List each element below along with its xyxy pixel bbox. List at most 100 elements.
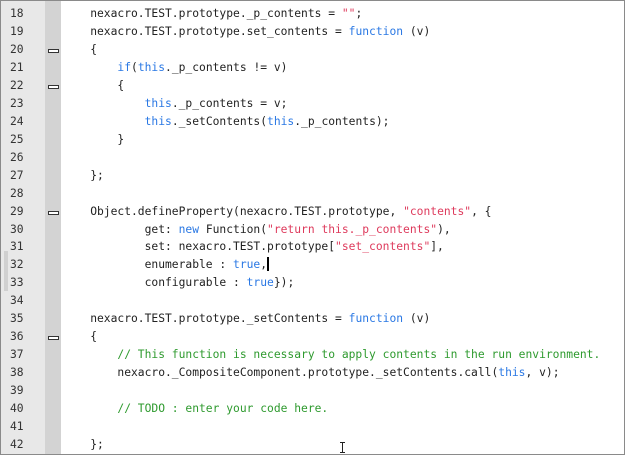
code-token: ._p_contents = v;: [171, 96, 288, 110]
code-text: };: [90, 436, 104, 454]
text-caret: [267, 257, 270, 272]
code-token: get:: [144, 222, 179, 236]
fold-collapse-icon[interactable]: [48, 336, 59, 341]
line-number: 23: [10, 96, 24, 110]
code-line[interactable]: 25}: [1, 131, 624, 149]
code-token: (v): [403, 24, 431, 38]
line-number: 24: [10, 114, 24, 128]
code-text: {: [90, 41, 97, 59]
code-text: if(this._p_contents != v): [117, 59, 287, 77]
line-number: 20: [10, 42, 24, 56]
code-text: nexacro._CompositeComponent.prototype._s…: [117, 364, 559, 382]
code-text: {: [90, 328, 97, 346]
code-text: this._p_contents = v;: [145, 95, 288, 113]
line-number: 42: [10, 438, 24, 452]
fold-collapse-icon[interactable]: [48, 210, 59, 215]
code-text: enumerable : true,: [144, 256, 270, 274]
string-token: "contents": [403, 204, 472, 218]
fold-collapse-icon[interactable]: [48, 48, 59, 53]
line-number: 27: [10, 168, 24, 182]
keyword-token: function: [348, 312, 404, 326]
code-token: set: nexacro.TEST.prototype[: [144, 240, 336, 254]
code-line[interactable]: 40// TODO : enter your code here.: [1, 400, 624, 418]
code-line[interactable]: 18 nexacro.TEST.prototype._p_contents = "…: [1, 5, 624, 23]
keyword-token: this: [267, 114, 295, 128]
code-line[interactable]: 20 {: [1, 41, 624, 59]
code-text: nexacro.TEST.prototype._p_contents = "";: [90, 5, 362, 23]
code-token: , {: [471, 204, 492, 218]
code-line[interactable]: 42};: [1, 436, 624, 454]
code-line[interactable]: 26: [1, 149, 624, 167]
line-number: 21: [10, 60, 24, 74]
code-line[interactable]: 22{: [1, 77, 624, 95]
line-number: 26: [10, 150, 24, 164]
code-token: {: [90, 42, 97, 56]
code-text: }: [117, 131, 124, 149]
line-number: 28: [10, 186, 24, 200]
keyword-token: this: [144, 96, 172, 110]
code-text: {: [117, 77, 124, 95]
fold-collapse-icon[interactable]: [48, 84, 59, 89]
code-token: ._p_contents != v): [165, 60, 288, 74]
line-number: 25: [10, 132, 24, 146]
fold-gutter: [45, 1, 61, 454]
line-number: 37: [10, 348, 24, 362]
line-number: 39: [10, 384, 24, 398]
code-token: enumerable :: [144, 258, 234, 272]
code-text: // This function is necessary to apply c…: [117, 346, 600, 364]
code-token: };: [90, 438, 104, 452]
code-token: nexacro.TEST.prototype._p_contents =: [90, 7, 342, 20]
code-token: nexacro.TEST.prototype._setContents =: [90, 312, 349, 326]
comment-token: // This function is necessary to apply c…: [117, 348, 601, 362]
code-line[interactable]: 28: [1, 185, 624, 203]
code-line[interactable]: 27};: [1, 167, 624, 185]
code-token: Function(: [199, 222, 268, 236]
line-number: 40: [10, 402, 24, 416]
code-line[interactable]: 32 enumerable : true,: [1, 256, 624, 274]
keyword-token: true: [233, 258, 261, 272]
line-number: 18: [10, 7, 24, 20]
line-number: 19: [10, 24, 24, 38]
resize-grip[interactable]: [4, 251, 8, 291]
code-token: });: [273, 276, 295, 290]
line-number-gutter: [1, 1, 45, 454]
code-token: ._setContents(: [171, 114, 268, 128]
line-number: 34: [10, 294, 24, 308]
code-token: {: [117, 78, 125, 92]
line-number: 32: [10, 258, 24, 272]
line-number: 38: [10, 366, 24, 380]
code-token: nexacro._CompositeComponent.prototype._s…: [117, 366, 499, 380]
keyword-token: this: [144, 114, 172, 128]
code-line[interactable]: 41: [1, 418, 624, 436]
code-token: {: [90, 330, 97, 344]
code-line[interactable]: 23 this._p_contents = v;: [1, 95, 624, 113]
line-number: 41: [10, 420, 24, 434]
keyword-token: this: [498, 366, 526, 380]
code-line[interactable]: 21 if(this._p_contents != v): [1, 59, 624, 77]
code-token: }: [117, 132, 125, 146]
line-number: 36: [10, 330, 24, 344]
code-line[interactable]: 31 set: nexacro.TEST.prototype["set_conte…: [1, 238, 624, 256]
code-line[interactable]: 39: [1, 382, 624, 400]
string-token: "": [341, 7, 356, 20]
code-token: , v);: [525, 366, 560, 380]
mouse-ibeam-cursor-icon: [340, 442, 345, 453]
string-token: "return this._p_contents": [267, 222, 438, 236]
code-line[interactable]: 36 {: [1, 328, 624, 346]
code-line[interactable]: 37 // This function is necessary to apply…: [1, 346, 624, 364]
code-text: get: new Function("return this._p_conten…: [145, 221, 451, 239]
string-token: "set_contents": [335, 240, 431, 254]
code-text: nexacro.TEST.prototype._setContents = fu…: [90, 310, 430, 328]
line-number: 31: [10, 240, 24, 254]
code-token: Object.defineProperty(nexacro.TEST.proto…: [90, 204, 404, 218]
code-line[interactable]: 38 nexacro._CompositeComponent.prototype.…: [1, 364, 624, 382]
code-line[interactable]: 34: [1, 292, 624, 310]
code-token: (: [131, 60, 138, 74]
